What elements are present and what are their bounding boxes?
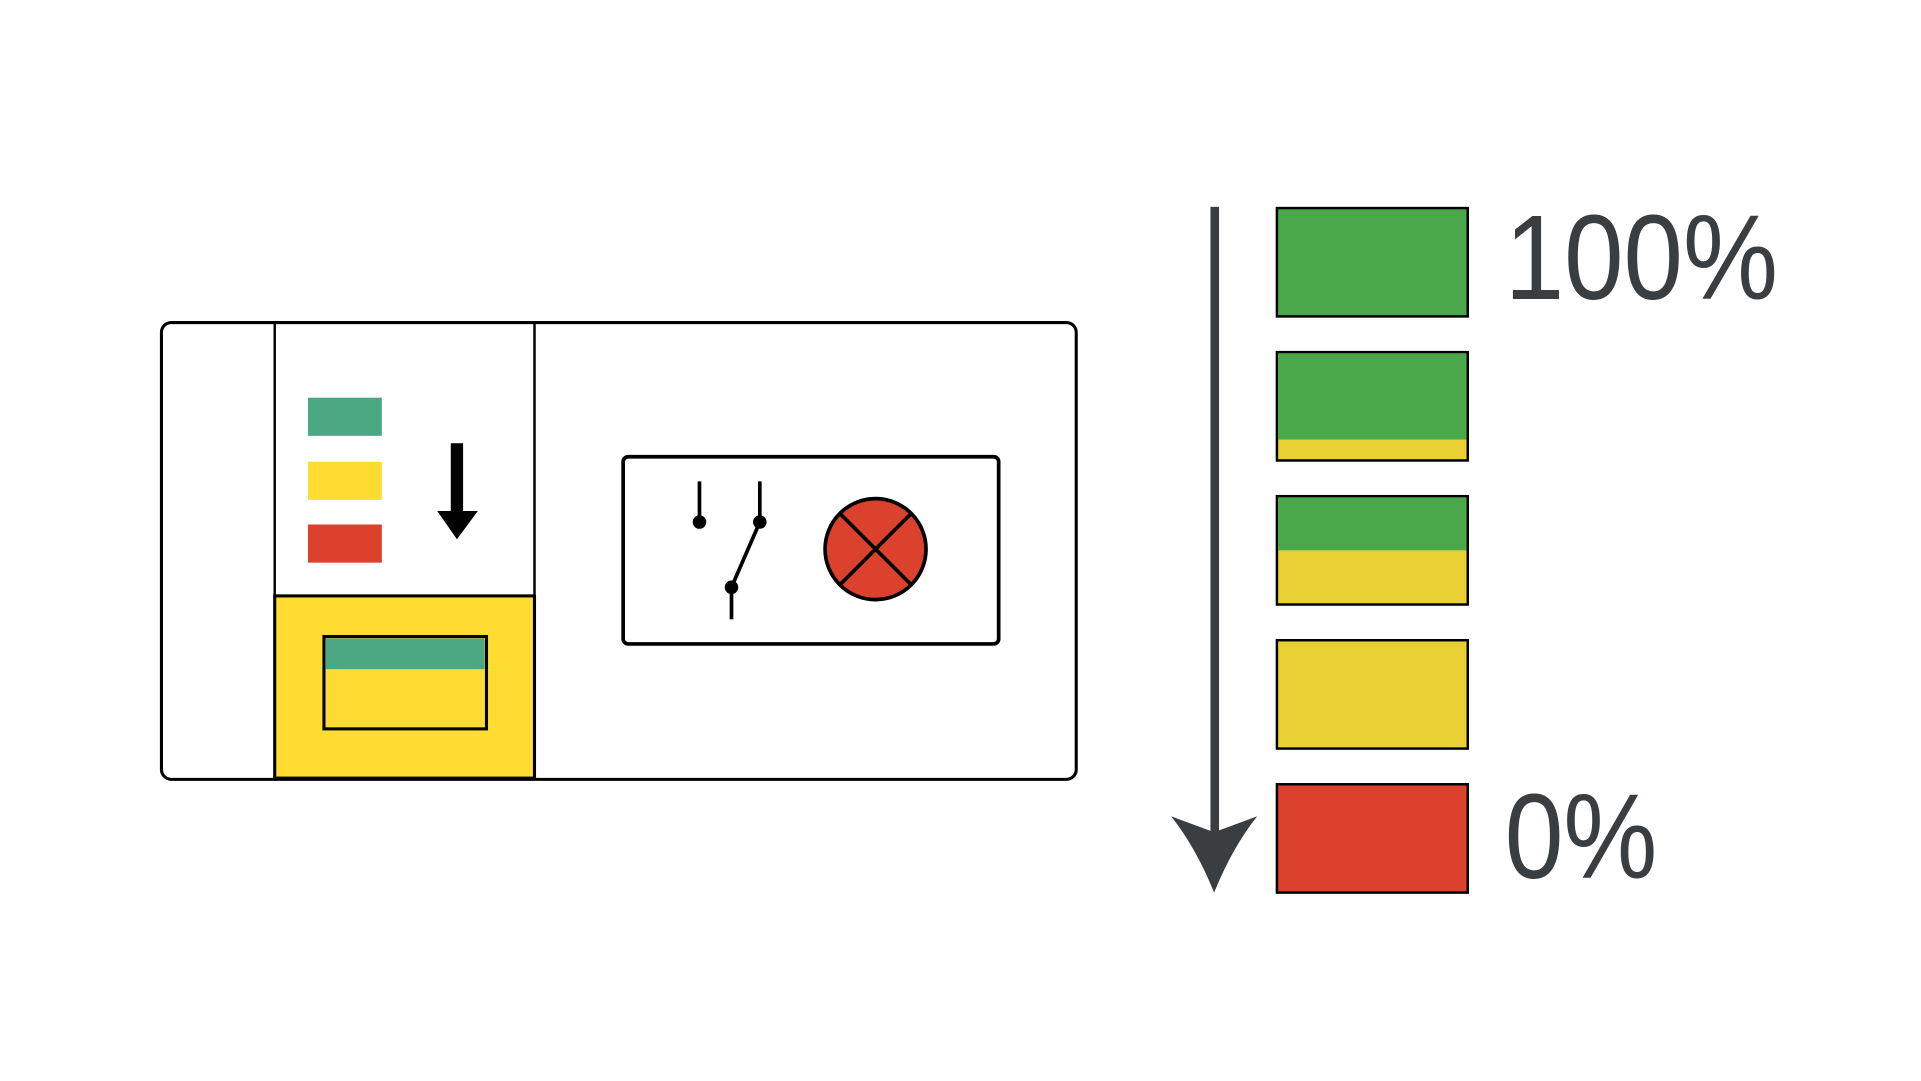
level-100: [1275, 206, 1469, 318]
relay-output-box: [621, 454, 1001, 646]
level-20: [1275, 638, 1469, 750]
led-green: [307, 397, 382, 436]
level-0: [1275, 783, 1469, 894]
led-yellow: [307, 461, 382, 500]
level-scale-arrow-icon: [1171, 206, 1258, 893]
led-legend: [307, 397, 382, 563]
led-red: [307, 524, 382, 563]
display-window: [273, 594, 537, 780]
signal-lamp-icon: [823, 496, 928, 602]
level-80: [1275, 350, 1469, 462]
label-100-percent: 100%: [1505, 190, 1778, 325]
down-arrow-icon: [437, 443, 478, 540]
label-0-percent: 0%: [1505, 769, 1658, 904]
level-bars: [1275, 206, 1469, 894]
level-50: [1275, 494, 1469, 606]
switch-contact-icon: [692, 481, 767, 620]
